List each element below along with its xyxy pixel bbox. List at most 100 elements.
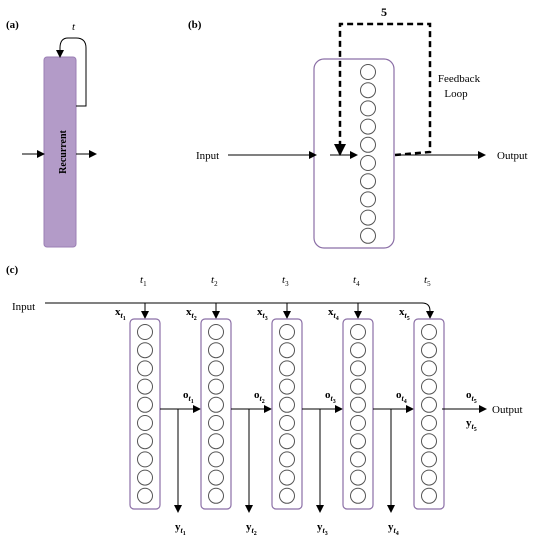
neuron: [360, 100, 376, 117]
neuron: [360, 209, 376, 226]
neuron: [360, 173, 376, 190]
network-box: [313, 58, 395, 249]
neuron: [279, 469, 295, 486]
loop-label-line2: Loop: [444, 88, 468, 100]
y-label: yt1: [175, 521, 186, 537]
b-output-label: Output: [497, 150, 528, 162]
network-neurons: [360, 64, 376, 244]
neuron: [421, 451, 437, 468]
neuron: [360, 155, 376, 171]
network-block: [342, 318, 374, 510]
o-label: ot4: [396, 389, 407, 405]
neuron: [360, 118, 376, 135]
neuron: [360, 191, 376, 208]
neuron: [208, 487, 224, 504]
network-block: [271, 318, 303, 510]
network-block: [129, 318, 161, 510]
timestep-4: t4 xt4 ot4 yt4: [328, 274, 414, 537]
feedback-loop: [338, 22, 432, 157]
neuron: [208, 342, 224, 359]
neuron: [137, 487, 153, 504]
c-output-label: Output: [492, 404, 523, 416]
time-label: t4: [353, 274, 360, 288]
neuron: [350, 360, 366, 377]
neuron: [279, 396, 295, 413]
time-label: t5: [424, 274, 431, 288]
neuron: [137, 451, 153, 468]
neuron: [350, 378, 366, 395]
neuron: [350, 469, 366, 486]
o-label: ot2: [254, 389, 265, 405]
x-label: xt5: [399, 306, 410, 322]
o-label: ot1: [183, 389, 194, 405]
neuron: [421, 342, 437, 359]
y-label: yt3: [317, 521, 328, 537]
loop-count: 5: [381, 5, 387, 19]
neuron: [208, 324, 224, 340]
neuron: [421, 415, 437, 431]
time-label: t3: [282, 274, 289, 288]
neuron: [421, 378, 437, 395]
panel-b-label: (b): [188, 19, 202, 31]
y-label: yt5: [466, 417, 477, 433]
neuron: [350, 415, 366, 431]
neuron: [421, 487, 437, 504]
network-block: [413, 318, 445, 510]
recurrent-label: Recurrent: [58, 129, 69, 173]
neuron: [279, 451, 295, 468]
c-input-bus: [45, 302, 434, 319]
neuron: [279, 487, 295, 504]
neuron: [137, 324, 153, 340]
panel-b: (b) Input Output 5 Feedback Loop: [188, 5, 528, 249]
neuron: [137, 415, 153, 431]
neuron: [279, 378, 295, 395]
neuron: [360, 227, 376, 244]
neuron: [360, 82, 376, 99]
panel-a-label: (a): [6, 19, 19, 31]
neuron: [137, 360, 153, 377]
network-block: [200, 318, 232, 510]
time-label: t2: [211, 274, 218, 288]
c-input-label: Input: [12, 301, 35, 313]
neuron: [137, 378, 153, 395]
neuron: [350, 324, 366, 340]
x-label: xt4: [328, 306, 339, 322]
neuron: [208, 469, 224, 486]
neuron: [137, 342, 153, 359]
feedback-arrowhead: [334, 144, 346, 156]
neuron: [360, 64, 376, 80]
neuron: [421, 469, 437, 486]
x-label: xt2: [186, 306, 197, 322]
neuron: [279, 342, 295, 359]
recurrent-self-loop: [56, 37, 87, 107]
neuron: [360, 136, 376, 153]
neuron: [279, 324, 295, 340]
timestep-3: t3 xt3 ot3 yt3: [257, 274, 343, 537]
neuron: [421, 396, 437, 413]
timestep-5: t5 xt5 ot5 yt5: [399, 274, 477, 510]
x-label: xt1: [115, 306, 126, 322]
c-timesteps: t1xt1ot1yt1t2xt2ot2yt2t3xt3ot3yt3t4xt4ot…: [115, 274, 477, 537]
time-symbol: t: [72, 21, 76, 33]
neuron: [137, 396, 153, 413]
neuron: [421, 324, 437, 340]
neuron: [350, 487, 366, 504]
neuron: [208, 360, 224, 377]
neuron: [208, 396, 224, 413]
y-label: yt4: [388, 521, 399, 537]
o-label: ot5: [466, 389, 477, 405]
neuron: [208, 451, 224, 468]
b-input-label: Input: [196, 150, 219, 162]
loop-label-line1: Feedback: [438, 73, 481, 85]
neuron: [137, 469, 153, 486]
time-label: t1: [140, 274, 147, 288]
panel-c: (c) Input t1xt1ot1yt1t2xt2ot2yt2t3xt3ot3…: [6, 264, 523, 537]
x-label: xt3: [257, 306, 268, 322]
neuron: [279, 415, 295, 431]
neuron: [350, 342, 366, 359]
o-label: ot3: [325, 389, 336, 405]
panel-c-label: (c): [6, 264, 19, 276]
